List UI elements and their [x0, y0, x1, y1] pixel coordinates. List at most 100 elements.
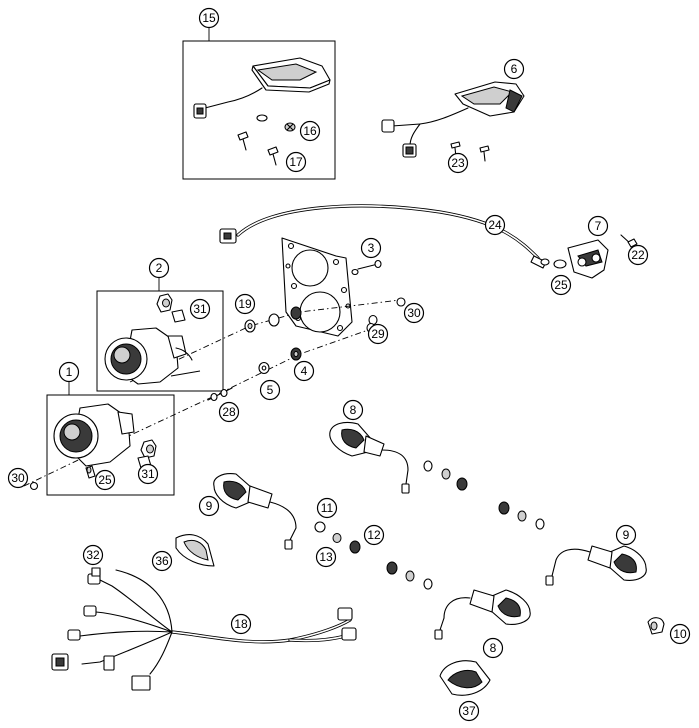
callout-circle [137, 463, 159, 485]
turn-signal-8-lower [434, 589, 531, 640]
screw-28 [207, 387, 233, 402]
callout-13: 13 [315, 546, 337, 568]
callout-layer: 1234567889910111213151617181922232425252… [7, 7, 691, 722]
callout-11: 11 [316, 497, 338, 519]
callout-circle [148, 257, 170, 279]
callout-15: 15 [198, 7, 220, 29]
callout-number: 8 [490, 641, 497, 655]
headlight-2 [104, 327, 193, 385]
callout-number: 5 [267, 383, 274, 397]
callout-31: 31 [189, 298, 211, 320]
rear-light-6 [381, 81, 525, 158]
callout-number: 3 [368, 241, 375, 255]
callout-circle [316, 497, 338, 519]
frame-part-1 [46, 394, 175, 496]
callout-number: 8 [350, 403, 357, 417]
callout-number: 9 [206, 499, 213, 513]
callout-number: 17 [289, 155, 303, 169]
frame-part-2 [96, 290, 224, 392]
callout-number: 29 [371, 327, 385, 341]
callout-number: 37 [462, 704, 476, 718]
callout-circle [587, 215, 609, 237]
callout-circle [447, 152, 469, 174]
callout-30: 30 [7, 467, 29, 489]
plate-light-7 [553, 239, 609, 279]
screw-16 [256, 114, 296, 132]
callout-32: 32 [82, 544, 104, 566]
callout-number: 18 [234, 617, 248, 631]
callout-circle [293, 360, 315, 382]
callout-number: 11 [321, 501, 334, 515]
callout-circle [198, 7, 220, 29]
bulb-10 [647, 617, 665, 635]
callout-number: 31 [141, 467, 155, 481]
callout-circle [259, 379, 281, 401]
callout-number: 25 [554, 278, 568, 292]
callout-number: 1 [66, 365, 73, 379]
callout-29: 29 [367, 323, 389, 345]
washer-5 [258, 361, 270, 375]
callout-5: 5 [259, 379, 281, 401]
callout-number: 30 [407, 306, 421, 320]
bulb-25-upper [540, 258, 550, 266]
turn-signal-hardware [314, 460, 545, 590]
headlight-1 [53, 403, 135, 467]
callout-circle [482, 637, 504, 659]
grommet-19 [244, 306, 302, 333]
leader-lines [68, 28, 210, 395]
callout-24: 24 [484, 214, 506, 236]
callout-circle [315, 546, 337, 568]
screw-22 [620, 234, 638, 248]
callout-number: 24 [488, 218, 502, 232]
callout-12: 12 [363, 524, 385, 546]
callout-number: 28 [222, 405, 236, 419]
turn-signal-8-upper [329, 421, 410, 494]
callout-36: 36 [151, 550, 173, 572]
callout-circle [367, 323, 389, 345]
lens-37 [439, 660, 491, 696]
turn-signal-9-right [545, 545, 647, 586]
callout-number: 6 [511, 62, 518, 76]
callout-circle [230, 613, 252, 635]
callout-8: 8 [342, 399, 364, 421]
callout-circle [403, 302, 425, 324]
callout-number: 13 [319, 550, 333, 564]
callout-number: 4 [301, 364, 308, 378]
wiring-harness-18 [51, 567, 357, 691]
callout-31: 31 [137, 463, 159, 485]
callout-number: 31 [193, 302, 207, 316]
callout-6: 6 [503, 58, 525, 80]
callout-23: 23 [447, 152, 469, 174]
callout-number: 15 [202, 11, 216, 25]
bulb-31-lower [137, 439, 157, 469]
callout-circle [484, 214, 506, 236]
frame-part-15 [182, 40, 336, 180]
callout-2: 2 [148, 257, 170, 279]
callout-22: 22 [627, 244, 649, 266]
callout-circle [458, 700, 480, 722]
bulb-31-upper [156, 293, 186, 323]
turn-signal-9-left [213, 473, 297, 550]
screw-3 [351, 259, 382, 276]
callout-circle [503, 58, 525, 80]
callout-19: 19 [234, 293, 256, 315]
callout-number: 25 [98, 473, 112, 487]
callout-30: 30 [403, 302, 425, 324]
callout-37: 37 [458, 700, 480, 722]
callout-circle [94, 469, 116, 491]
callout-18: 18 [230, 613, 252, 635]
callout-17: 17 [285, 151, 307, 173]
headlight-bracket [281, 237, 353, 337]
callout-number: 12 [367, 528, 381, 542]
callout-number: 2 [156, 261, 163, 275]
callout-1: 1 [58, 361, 80, 383]
callout-circle [218, 401, 240, 423]
rear-light-15 [193, 57, 331, 119]
callout-circle [669, 623, 691, 645]
callout-number: 36 [155, 554, 169, 568]
callout-28: 28 [218, 401, 240, 423]
callout-4: 4 [293, 360, 315, 382]
axis-lower [23, 327, 375, 487]
callout-circle [58, 361, 80, 383]
callout-10: 10 [669, 623, 691, 645]
